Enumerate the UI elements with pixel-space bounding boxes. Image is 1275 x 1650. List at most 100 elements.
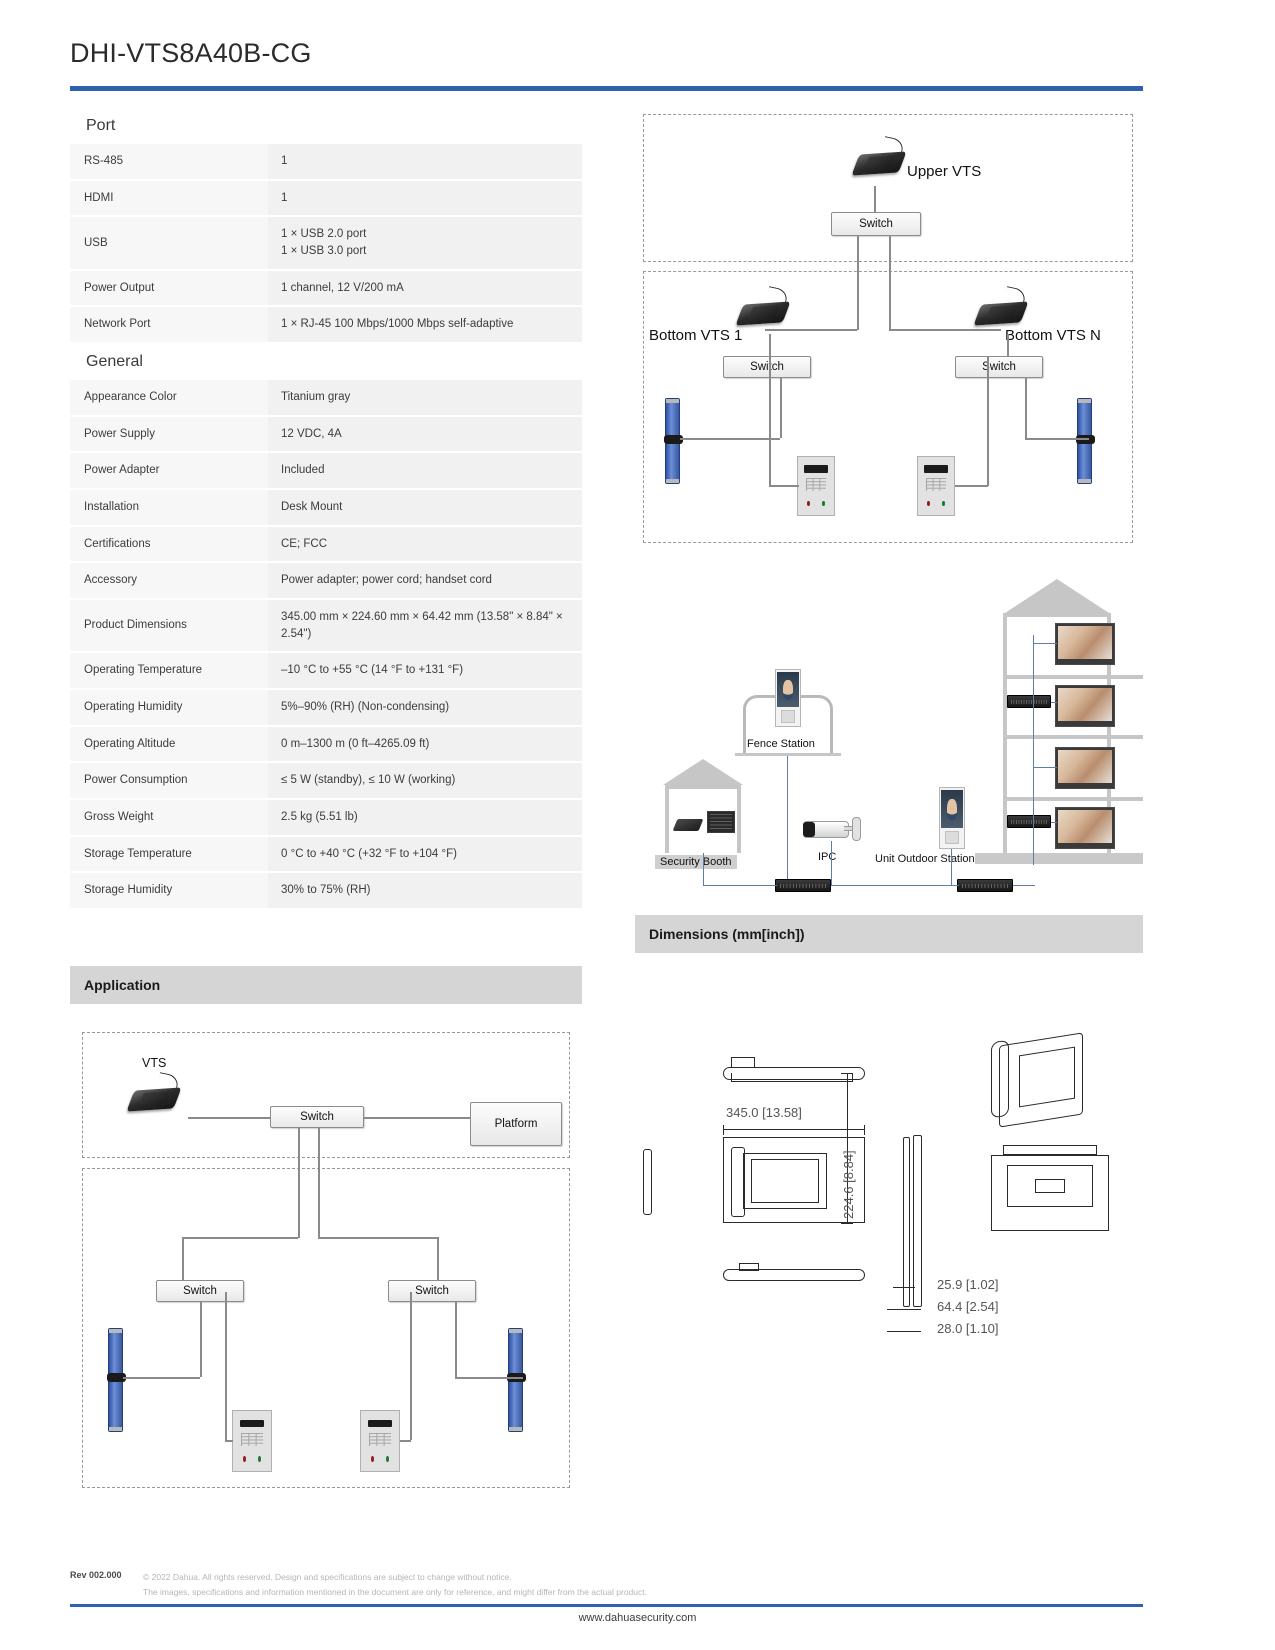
dimensions-section-header: Dimensions (mm[inch]) (635, 915, 1143, 953)
unit-outdoor-station-label: Unit Outdoor Station (875, 853, 975, 865)
floor-switch-1 (1007, 695, 1051, 708)
cable-bus-right (1013, 885, 1035, 887)
spec-value: Power adapter; power cord; handset cord (268, 562, 582, 601)
application-lower-zone (82, 1168, 570, 1489)
upper-switch-node: Switch (831, 212, 921, 236)
spec-value: 30% to 75% (RH) (268, 872, 582, 911)
cable-uos-down (951, 849, 953, 885)
rear-view-vent (1003, 1145, 1097, 1155)
application-upper-zone (82, 1032, 570, 1159)
depth-c-dim-line (887, 1331, 921, 1332)
rear-view-plate (1007, 1165, 1093, 1207)
topology-left-vto (797, 456, 835, 516)
top-view-outline (723, 1067, 865, 1080)
wire-right-post-up (455, 1302, 457, 1378)
front-view-screen-inner (751, 1159, 819, 1203)
spec-value: CE; FCC (268, 525, 582, 564)
footer-divider (70, 1604, 1143, 1607)
wire-branch-left (182, 1237, 298, 1239)
spec-key: Power Supply (70, 415, 268, 454)
bottom-vts-1-label: Bottom VTS 1 (649, 327, 743, 344)
bottom-view-outline (723, 1269, 865, 1281)
table-row: Power Consumption≤ 5 W (standby), ≤ 10 W… (70, 762, 582, 801)
security-booth-label: Security Booth (655, 855, 737, 869)
front-view-outline (723, 1137, 865, 1223)
application-diagram: VTS Switch Platform Switch Switch (70, 1032, 582, 1503)
outdoor-switch-2 (957, 879, 1013, 892)
height-dim-line (847, 1073, 848, 1223)
width-dim-tick-right (864, 1125, 865, 1135)
wire-bvtsn-down (1007, 334, 1009, 356)
fence-station-icon (775, 669, 801, 727)
upper-vts-label: Upper VTS (907, 163, 982, 180)
cable-bus-left (703, 885, 777, 887)
width-dim-line (723, 1129, 865, 1130)
wire-upper-switch-right (889, 236, 891, 330)
title-divider (70, 86, 1143, 91)
depth-a-dim-line (893, 1287, 915, 1288)
application-left-switch: Switch (156, 1280, 244, 1303)
wire-left-post-up (200, 1302, 202, 1378)
booth-roof-icon (663, 759, 743, 785)
height-dim-tick-top (841, 1073, 853, 1074)
footer-copyright-line-1: © 2022 Dahua. All rights reserved. Desig… (143, 1572, 512, 1582)
spec-value: ≤ 5 W (standby), ≤ 10 W (working) (268, 762, 582, 801)
left-villa-station-icon (232, 1410, 272, 1473)
wire-right-post (455, 1377, 523, 1379)
vts-topology-diagram: Upper VTS Switch Bottom VTS 1 Bottom VTS… (635, 108, 1143, 553)
spec-value: 345.00 mm × 224.60 mm × 64.42 mm (13.58"… (268, 599, 582, 654)
wire-right-vto-v (987, 356, 989, 486)
fence-station-label: Fence Station (747, 738, 815, 750)
spec-key: Storage Humidity (70, 872, 268, 911)
spec-key: Appearance Color (70, 380, 268, 417)
spec-key: RS-485 (70, 144, 268, 181)
rear-view-port (1035, 1179, 1065, 1193)
indoor-monitor-2 (1055, 685, 1115, 727)
spec-key: HDMI (70, 179, 268, 218)
cable-booth-down (703, 853, 705, 885)
depth-b-dim-line (887, 1309, 921, 1310)
building-floor-1 (1003, 675, 1143, 679)
bottom-left-switch: Switch (723, 356, 811, 378)
cable-monitor-1 (1033, 643, 1057, 645)
cable-ipc-down (831, 841, 833, 885)
bottom-right-switch: Switch (955, 356, 1043, 378)
application-top-switch: Switch (270, 1106, 364, 1129)
bottom-vts-1-icon (735, 286, 797, 334)
spec-value: 2.5 kg (5.51 lb) (268, 799, 582, 837)
side-profile-b (913, 1135, 922, 1307)
spec-value: 1 channel, 12 V/200 mA (268, 269, 582, 308)
spec-value: 5%–90% (RH) (Non-condensing) (268, 689, 582, 727)
wire-left-post (123, 1377, 200, 1379)
spec-value: 1 × RJ-45 100 Mbps/1000 Mbps self-adapti… (268, 306, 582, 345)
bottom-vts-n-label: Bottom VTS N (1005, 327, 1101, 344)
wire-right-vto-h2 (955, 485, 988, 487)
topology-right-door-post (1076, 398, 1095, 484)
wire-right-vto-h (400, 1440, 411, 1442)
height-dim-tick-bottom (841, 1223, 853, 1224)
wire-left-vto-h (225, 1440, 233, 1442)
table-row: Operating Temperature–10 °C to +55 °C (1… (70, 652, 582, 691)
building-floor-2 (1003, 735, 1143, 739)
cable-fence-down (787, 756, 789, 885)
top-view-mic-mount (731, 1057, 755, 1068)
wire-left-post-h (680, 438, 780, 440)
depth-b-label: 64.4 [2.54] (937, 1299, 999, 1314)
indoor-monitor-4 (1055, 807, 1115, 849)
wire-right-drop (437, 1237, 439, 1281)
building-riser-cable (1033, 635, 1035, 865)
spec-key: Network Port (70, 306, 268, 345)
wire-left-drop (182, 1237, 184, 1281)
